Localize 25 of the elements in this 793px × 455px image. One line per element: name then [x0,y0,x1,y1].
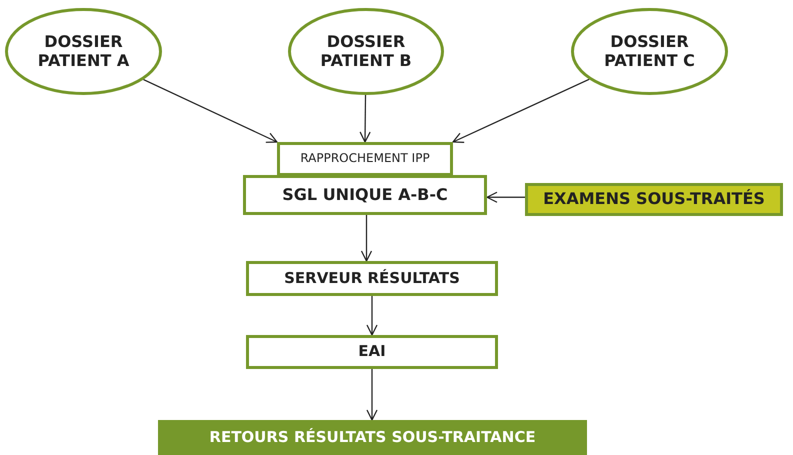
process-box [246,335,498,369]
arrow [360,95,371,143]
node-label: EAI [358,343,386,361]
arrow [366,296,378,336]
arrow [366,369,378,421]
ellipse-node [571,8,728,95]
node-label: SGL UNIQUE A-B-C [282,186,448,204]
ellipse-node [5,8,162,95]
process-box [158,420,587,455]
process-box [243,175,487,215]
ellipse-node [288,8,444,95]
arrow [452,78,590,143]
node-label: RAPPROCHEMENT IPP [300,152,430,166]
node-label: RETOURS RÉSULTATS SOUS-TRAITANCE [209,428,536,446]
node-label: EXAMENS SOUS-TRAITÉS [543,190,765,209]
process-box [525,183,783,216]
arrow [360,215,372,262]
node-label: DOSSIER PATIENT A [36,33,130,70]
arrow [143,79,278,143]
process-box [246,261,498,296]
node-label: DOSSIER PATIENT C [603,33,696,70]
process-box [277,142,453,176]
node-label: SERVEUR RÉSULTATS [284,270,460,288]
node-label: DOSSIER PATIENT B [319,33,413,70]
arrow [486,192,525,203]
